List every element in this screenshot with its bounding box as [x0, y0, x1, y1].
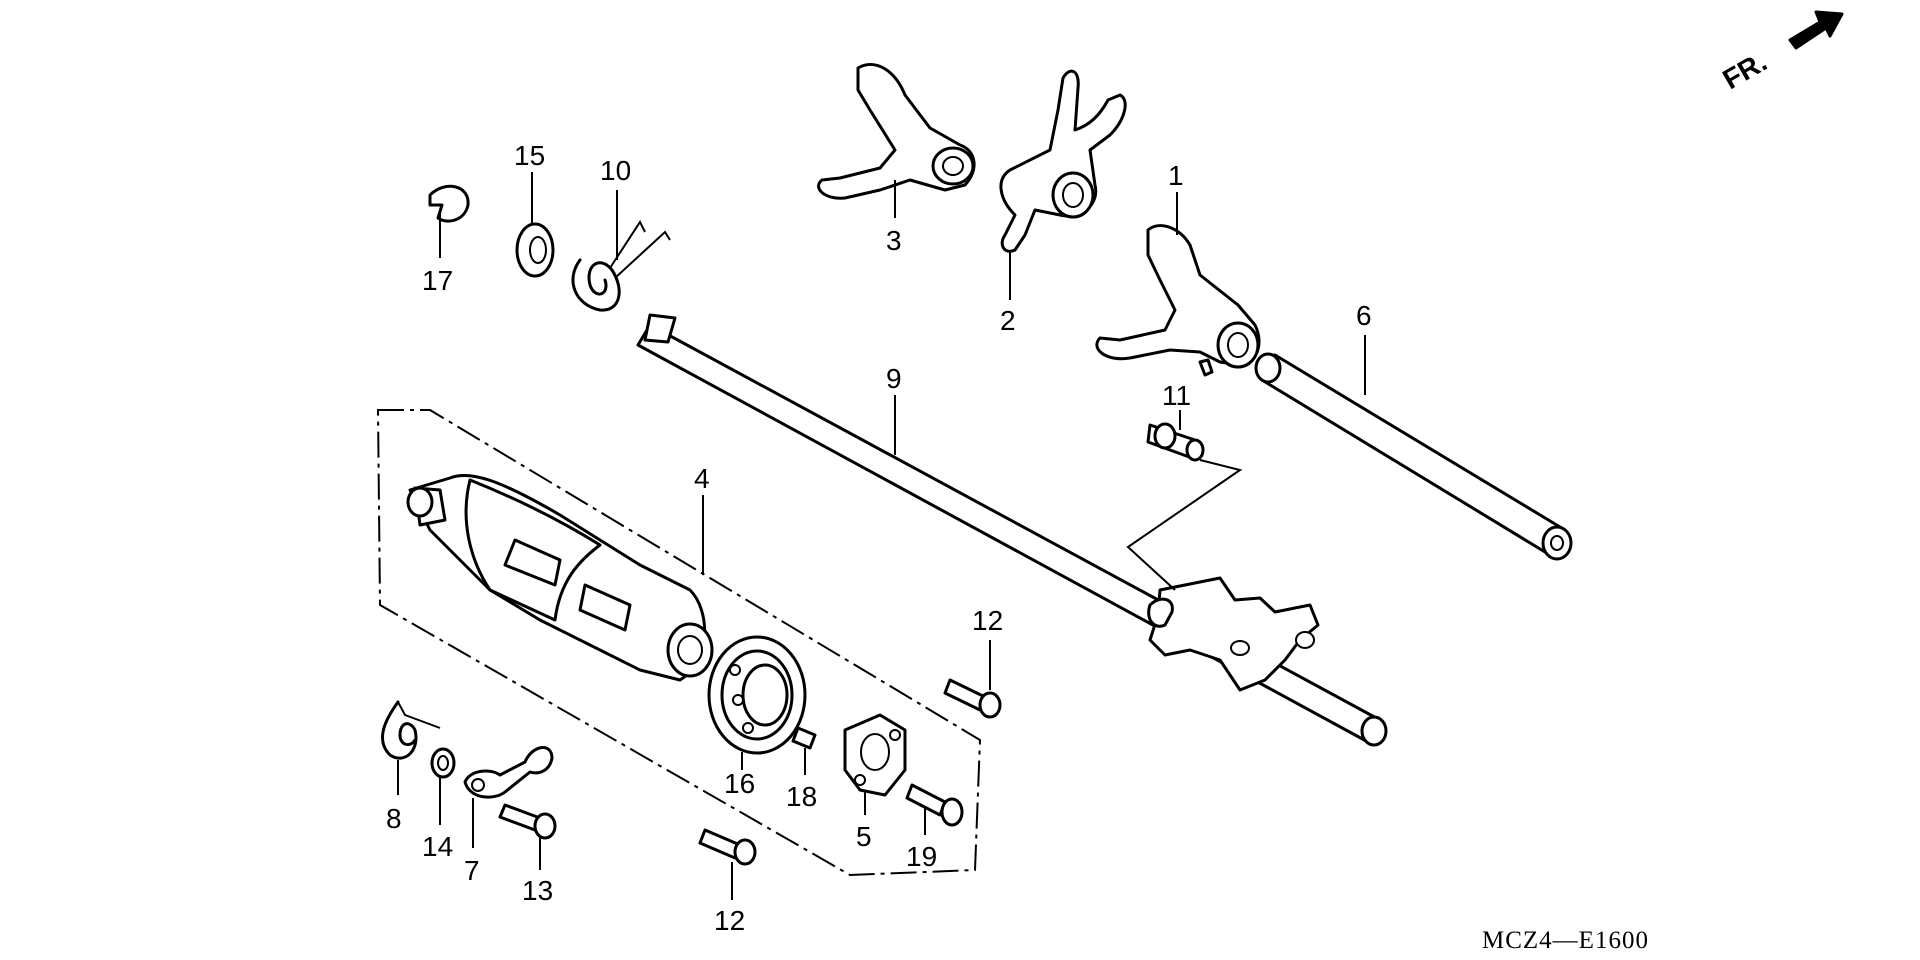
fork-shaft-6	[1254, 352, 1573, 561]
diagram-reference-code: MCZ4—E1600	[1482, 927, 1649, 954]
callout-7: 7	[464, 855, 480, 886]
callout-14: 14	[422, 831, 453, 862]
shift-fork-1	[1095, 224, 1261, 377]
callout-1: 1	[1168, 160, 1184, 191]
callout-15: 15	[514, 140, 545, 171]
shift-arm-assembly	[1147, 576, 1320, 692]
callout-4: 4	[694, 463, 710, 494]
callout-18: 18	[786, 781, 817, 812]
callout-5: 5	[856, 821, 872, 852]
washer-15	[515, 222, 555, 278]
callout-19: 19	[906, 841, 937, 872]
washer-14	[430, 747, 456, 779]
bolt-12-lower	[698, 828, 757, 866]
callout-2: 2	[1000, 305, 1016, 336]
pin-bolt-11	[1146, 422, 1205, 462]
dowel-pin-18	[791, 726, 817, 750]
callout-11: 11	[1162, 380, 1191, 411]
shift-fork-3	[817, 62, 976, 200]
callout-10: 10	[600, 155, 631, 186]
callout-3: 3	[886, 225, 902, 256]
callout-17: 17	[422, 265, 453, 296]
callout-12-upper: 12	[972, 605, 1003, 636]
stopper-arm-7	[463, 746, 554, 799]
bolt-13	[498, 803, 557, 840]
callout-12-lower: 12	[714, 905, 745, 936]
return-spring-8	[381, 700, 441, 760]
bearing-16	[707, 635, 807, 755]
callout-16: 16	[724, 768, 755, 799]
front-direction-label: FR.	[1718, 46, 1773, 95]
callout-6: 6	[1356, 300, 1372, 331]
bolt-12-upper	[943, 678, 1002, 719]
spring-10	[571, 219, 671, 312]
shift-fork-2	[999, 69, 1127, 253]
bolt-11-locator-line	[1126, 459, 1243, 591]
shift-drum-center-5	[843, 713, 907, 797]
leader-lines	[397, 172, 1366, 900]
callout-8: 8	[386, 803, 402, 834]
shift-drum-4	[406, 473, 714, 682]
callout-9: 9	[886, 363, 902, 394]
bolt-19	[905, 783, 964, 827]
clip-17	[428, 184, 470, 223]
drum-assembly-boundary	[376, 409, 982, 877]
callout-13: 13	[522, 875, 553, 906]
front-direction-arrow: FR.	[1718, 10, 1844, 95]
